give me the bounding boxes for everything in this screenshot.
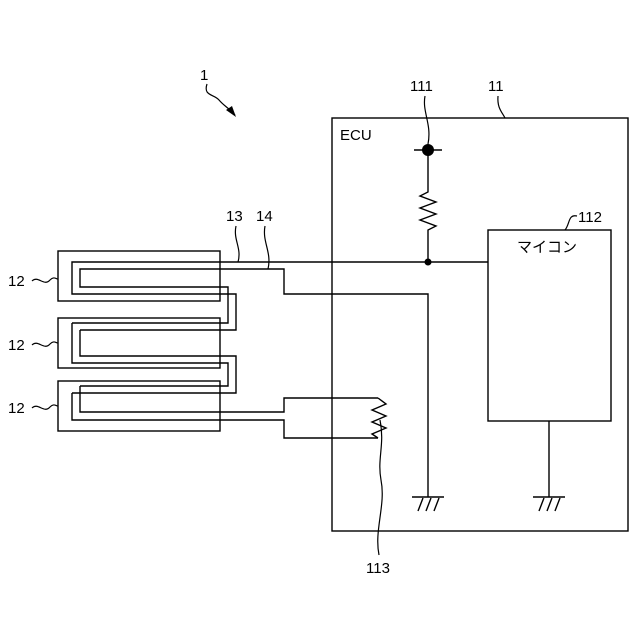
heater-element bbox=[72, 330, 236, 393]
heater-element bbox=[72, 269, 228, 323]
power-terminal-leader bbox=[424, 96, 429, 144]
ecu-box bbox=[332, 118, 628, 531]
line-13-leader bbox=[235, 226, 239, 262]
heater-element bbox=[72, 323, 228, 386]
heater-frame bbox=[58, 381, 220, 431]
figure-label: 1 bbox=[200, 67, 208, 84]
power-terminal-ref: 111 bbox=[410, 78, 433, 95]
heater-frame bbox=[58, 318, 220, 368]
line-14 bbox=[220, 269, 428, 497]
heater-leader bbox=[32, 405, 58, 409]
pullup-resistor bbox=[420, 150, 436, 262]
thermistor-lead bbox=[220, 398, 378, 412]
heater-element bbox=[72, 262, 236, 330]
heater-element bbox=[80, 386, 220, 412]
ground-icon bbox=[533, 497, 565, 511]
thermistor-leader bbox=[378, 420, 382, 555]
heater-ref: 12 bbox=[8, 337, 25, 354]
heater-ref: 12 bbox=[8, 400, 25, 417]
line-14-ref: 14 bbox=[256, 208, 273, 225]
thermistor-lead bbox=[220, 420, 378, 438]
microcontroller-name: マイコン bbox=[517, 239, 577, 256]
thermistor-resistor bbox=[372, 398, 386, 438]
heater-leader bbox=[32, 278, 58, 282]
heater-ref: 12 bbox=[8, 273, 25, 290]
microcontroller-box bbox=[488, 230, 611, 421]
heater-leader bbox=[32, 342, 58, 346]
ecu-leader bbox=[498, 96, 505, 118]
ecu-name: ECU bbox=[340, 127, 372, 144]
ecu-ref: 11 bbox=[488, 78, 504, 95]
line-13-ref: 13 bbox=[226, 208, 243, 225]
thermistor-ref: 113 bbox=[366, 560, 390, 577]
microcontroller-ref: 112 bbox=[578, 209, 602, 226]
heater-element bbox=[72, 393, 220, 420]
ground-icon bbox=[412, 497, 444, 511]
microcontroller-leader bbox=[565, 216, 577, 230]
